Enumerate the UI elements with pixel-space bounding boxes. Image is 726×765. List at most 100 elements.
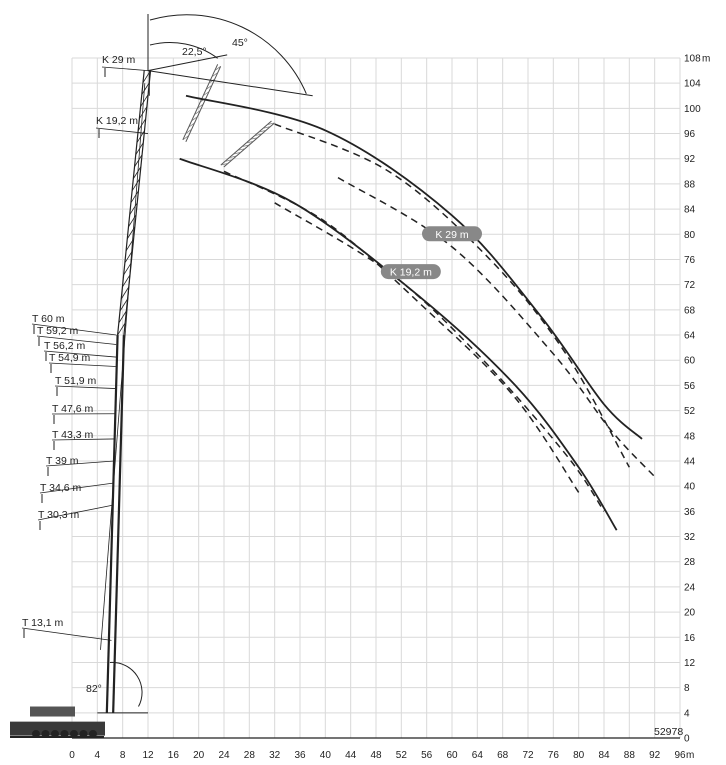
angle-arc-22-5 <box>149 41 218 59</box>
x-tick-label: 96 <box>674 750 686 761</box>
lattice-brace <box>123 262 132 276</box>
lattice-brace <box>139 106 148 119</box>
telescope-label: T 54,9 m <box>49 352 90 364</box>
jib-brace <box>220 163 229 166</box>
leader-line <box>101 66 149 71</box>
jib-label-k19-bg <box>380 264 441 280</box>
y-tick-label: 0 <box>684 734 690 745</box>
x-tick-label: 72 <box>522 750 534 761</box>
jib-brace <box>224 159 233 162</box>
jib-label-k29: K 29 m <box>435 229 469 241</box>
telescope-label: T 13,1 m <box>22 617 63 629</box>
y-tick-label: 72 <box>684 280 696 291</box>
y-axis-unit: m <box>702 54 710 65</box>
telescope-label: T 39 m <box>46 455 79 467</box>
range-curve-k29-dashed <box>337 176 656 478</box>
x-tick-label: 12 <box>142 750 154 761</box>
y-tick-label: 104 <box>684 79 701 90</box>
range-curve-k29-dashed <box>274 123 630 468</box>
jib-brace <box>197 103 204 109</box>
x-tick-label: 44 <box>345 750 357 761</box>
telescope-label: T 47,6 m <box>52 403 93 415</box>
guy-line <box>100 83 146 650</box>
jib-brace <box>214 66 221 71</box>
leader-line <box>21 627 112 641</box>
jib-brace <box>267 122 275 125</box>
jib-brace <box>211 72 218 78</box>
angle-arc-82 <box>109 661 143 707</box>
y-tick-label: 16 <box>684 633 696 644</box>
lattice-brace <box>118 310 127 324</box>
leader-line <box>45 460 115 467</box>
jib-brace <box>191 116 198 122</box>
lattice-brace <box>117 322 126 336</box>
telescopic-boom <box>112 335 126 713</box>
leader-line <box>51 438 115 441</box>
boom-label-k19: K 19,2 m <box>96 115 138 127</box>
jib-brace <box>185 128 192 134</box>
y-tick-label: 52 <box>684 406 696 417</box>
leader-line <box>54 385 116 389</box>
leader-line <box>36 335 117 345</box>
x-tick-label: 32 <box>269 750 281 761</box>
x-tick-label: 40 <box>320 750 332 761</box>
y-tick-label: 80 <box>684 230 696 241</box>
y-tick-label: 28 <box>684 557 696 568</box>
x-tick-label: 76 <box>548 750 560 761</box>
y-tick-label: 4 <box>684 708 690 719</box>
x-tick-label: 36 <box>294 750 306 761</box>
x-tick-label: 28 <box>244 750 256 761</box>
jib-brace <box>208 78 216 84</box>
jib-brace <box>233 152 241 155</box>
y-tick-label: 8 <box>684 683 690 694</box>
angle-label-82: 82° <box>86 683 102 695</box>
lattice-brace <box>119 298 128 312</box>
jib-brace <box>246 140 254 144</box>
x-tick-label: 64 <box>472 750 484 761</box>
jib-brace <box>205 84 213 90</box>
jib-brace <box>258 129 267 133</box>
boom-label-k29: K 29 m <box>102 54 136 66</box>
leader-line <box>31 323 117 336</box>
telescopic-boom <box>105 335 119 713</box>
lattice-brace <box>122 274 131 288</box>
leader-line <box>39 482 115 494</box>
y-tick-label: 24 <box>684 582 696 593</box>
angle-ref-45 <box>147 70 313 97</box>
y-tick-label: 108 <box>684 54 701 65</box>
y-tick-label: 60 <box>684 356 696 367</box>
annotations: K 29 mK 19,2 mK 29 mK 19,2 mT 60 mT 59,2… <box>21 37 683 738</box>
telescope-label: T 56,2 m <box>44 340 85 352</box>
x-tick-label: 84 <box>598 750 610 761</box>
y-tick-label: 92 <box>684 154 696 165</box>
x-tick-label: 88 <box>624 750 636 761</box>
x-axis-unit: m <box>686 750 694 761</box>
diagram-code: 52978 <box>654 726 683 738</box>
range-curve-k19-dashed <box>274 202 605 512</box>
angle-ref-22-5 <box>147 54 228 72</box>
telescope-label: T 51,9 m <box>55 375 96 387</box>
lattice-brace <box>129 202 138 216</box>
lattice-brace <box>131 178 140 192</box>
x-tick-label: 80 <box>573 750 585 761</box>
range-curve-k19-solid <box>179 157 618 531</box>
x-tick-label: 48 <box>370 750 382 761</box>
y-tick-label: 68 <box>684 305 696 316</box>
jib-brace <box>188 122 195 128</box>
y-tick-label: 100 <box>684 104 701 115</box>
telescope-label: T 59,2 m <box>37 325 78 337</box>
lattice-brace <box>130 190 139 204</box>
x-tick-label: 52 <box>396 750 408 761</box>
jib-brace <box>229 155 237 159</box>
jib-brace <box>241 144 250 148</box>
jib-label-k19: K 19,2 m <box>390 267 432 279</box>
y-tick-label: 20 <box>684 608 696 619</box>
telescope-label: T 34,6 m <box>40 482 81 494</box>
y-tick-label: 96 <box>684 129 696 140</box>
jib-brace <box>262 126 271 129</box>
y-tick-label: 56 <box>684 381 696 392</box>
chart-grid <box>71 57 681 739</box>
y-tick-label: 36 <box>684 507 696 518</box>
